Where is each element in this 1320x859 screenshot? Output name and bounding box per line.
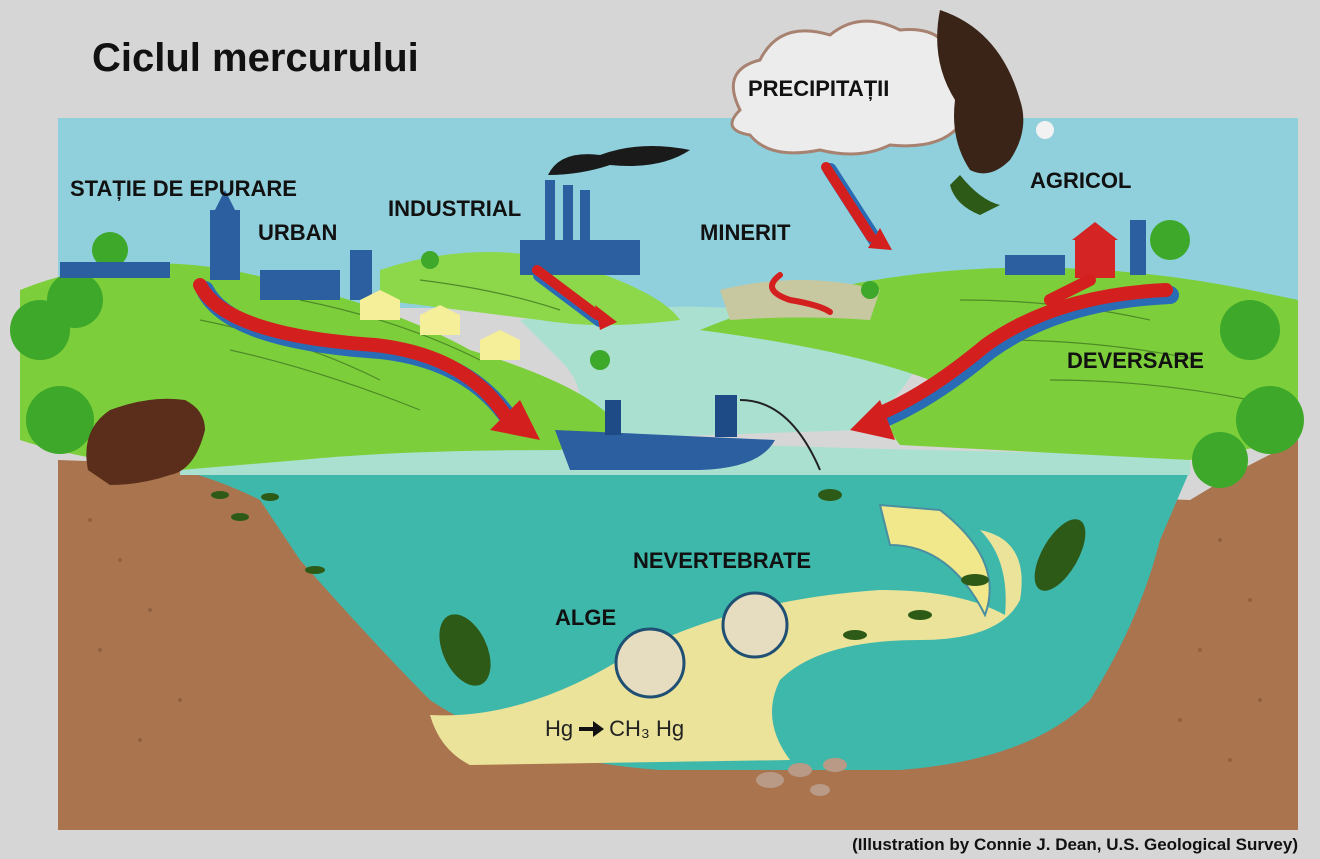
label-agricultural: AGRICOL: [1030, 168, 1131, 194]
label-precipitation: PRECIPITAȚII: [748, 76, 889, 102]
label-industrial: INDUSTRIAL: [388, 196, 521, 222]
reactant-mercury: Hg: [545, 716, 573, 742]
label-invertebrates: NEVERTEBRATE: [633, 548, 811, 574]
invertebrate-circle: [723, 593, 787, 657]
illustration-credit: (Illustration by Connie J. Dean, U.S. Ge…: [852, 835, 1298, 855]
label-urban: URBAN: [258, 220, 337, 246]
label-discharge: DEVERSARE: [1067, 348, 1204, 374]
methylation-equation: Hg CH₃ Hg: [545, 716, 684, 742]
label-mining: MINERIT: [700, 220, 790, 246]
label-algae: ALGE: [555, 605, 616, 631]
reaction-arrow-icon: [577, 719, 605, 739]
label-treatment-plant: STAȚIE DE EPURARE: [70, 176, 297, 202]
algae-circle: [616, 629, 684, 697]
page-title: Ciclul mercurului: [92, 36, 419, 81]
product-methylmercury: CH₃ Hg: [609, 716, 684, 742]
